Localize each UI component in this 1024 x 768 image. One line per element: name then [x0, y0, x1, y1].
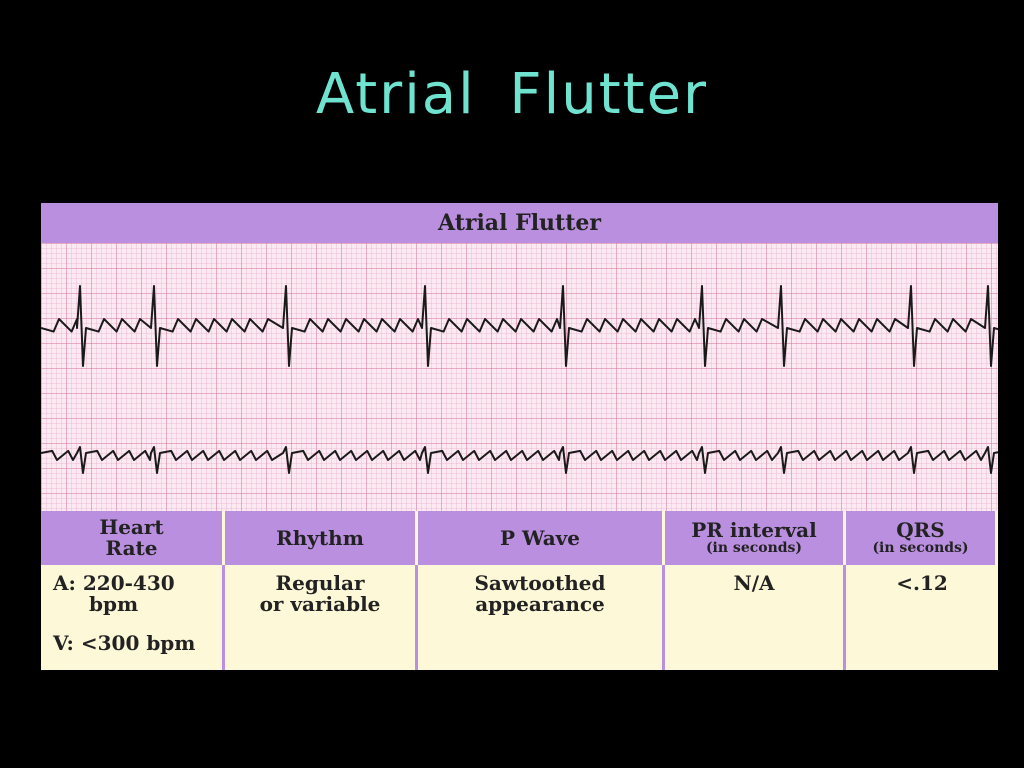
col-header-qrs-label: QRS [896, 518, 945, 542]
col-header-rhythm-label: Rhythm [276, 525, 364, 550]
p-wave-line-1: Sawtoothed [474, 571, 606, 595]
cell-rhythm: Regular or variable [225, 565, 418, 670]
heart-rate-atrial-unit: bpm [89, 592, 139, 616]
rhythm-card: Atrial Flutter Heart Rate Rhythm P Wave … [41, 203, 998, 670]
ecg-trace-lead-2 [41, 446, 998, 474]
cell-qrs: <.12 [846, 565, 998, 670]
col-header-pr-label: PR interval [691, 518, 817, 542]
col-header-heart-rate-line2: Rate [105, 536, 158, 560]
col-header-heart-rate: Heart Rate [41, 511, 225, 565]
col-header-pr-sub: (in seconds) [705, 540, 803, 556]
pr-interval-value: N/A [733, 571, 775, 595]
cell-p-wave: Sawtoothed appearance [418, 565, 665, 670]
slide-title: Atrial Flutter [315, 62, 709, 127]
qrs-value: <.12 [896, 571, 948, 595]
col-header-p-wave-label: P Wave [499, 525, 581, 550]
rhythm-line-2: or variable [259, 592, 381, 616]
card-header: Atrial Flutter [41, 203, 998, 243]
col-header-rhythm: Rhythm [225, 511, 418, 565]
heart-rate-atrial: A: 220-430 [53, 571, 175, 595]
ecg-strip [41, 243, 998, 511]
criteria-table: Heart Rate Rhythm P Wave PR interval (in… [41, 511, 998, 670]
cell-heart-rate: A: 220-430 bpm V: <300 bpm [41, 565, 225, 670]
col-header-p-wave: P Wave [418, 511, 665, 565]
p-wave-line-2: appearance [475, 592, 605, 616]
col-header-qrs-sub: (in seconds) [872, 540, 969, 556]
heart-rate-ventricular: V: <300 bpm [53, 631, 196, 655]
col-header-heart-rate-line1: Heart [99, 515, 164, 539]
cell-pr-interval: N/A [665, 565, 846, 670]
col-header-pr-interval: PR interval (in seconds) [665, 511, 846, 565]
col-header-qrs: QRS (in seconds) [846, 511, 998, 565]
rhythm-line-1: Regular [275, 571, 365, 595]
ecg-trace-lead-1 [41, 285, 998, 367]
